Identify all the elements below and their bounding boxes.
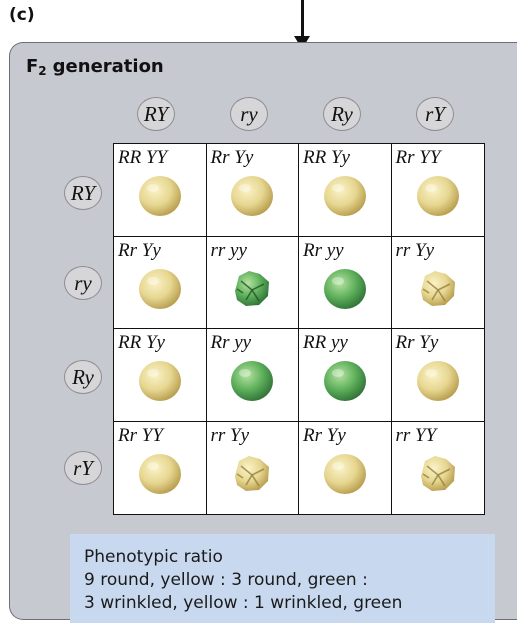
- punnett-cell: RR YY: [114, 144, 207, 237]
- genotype-label: RR yy: [303, 332, 348, 354]
- genotype-label: Rr YY: [118, 425, 163, 447]
- genotype-label: Rr Yy: [211, 147, 254, 169]
- genotype-label: rr Yy: [396, 240, 435, 262]
- pea-icon: [225, 263, 279, 313]
- row-gamete-1: RY: [64, 176, 102, 210]
- genotype-label: Rr yy: [211, 332, 252, 354]
- ratio-line-1: 9 round, yellow : 3 round, green :: [84, 569, 402, 592]
- genotype-label: Rr Yy: [396, 332, 439, 354]
- column-gamete-1: RY: [137, 97, 175, 131]
- pea-icon: [133, 355, 187, 405]
- pea-icon: [225, 355, 279, 405]
- column-gamete-4: rY: [416, 97, 454, 131]
- punnett-cell: Rr YY: [114, 422, 207, 515]
- punnett-cell: rr Yy: [207, 422, 300, 515]
- punnett-cell: Rr Yy: [207, 144, 300, 237]
- title-subscript: 2: [38, 64, 46, 78]
- genotype-label: rr yy: [211, 240, 247, 262]
- pea-icon: [411, 448, 465, 498]
- pea-icon: [133, 170, 187, 220]
- genotype-label: Rr YY: [396, 147, 441, 169]
- panel-label: (c): [9, 5, 35, 25]
- pea-icon: [133, 263, 187, 313]
- genotype-label: RR Yy: [118, 332, 165, 354]
- ratio-line-2: 3 wrinkled, yellow : 1 wrinkled, green: [84, 592, 402, 615]
- punnett-cell: RR Yy: [299, 144, 392, 237]
- pea-icon: [133, 448, 187, 498]
- punnett-cell: rr YY: [392, 422, 485, 515]
- genotype-label: Rr Yy: [118, 240, 161, 262]
- row-gamete-4: rY: [64, 451, 102, 485]
- genotype-label: Rr Yy: [303, 425, 346, 447]
- punnett-cell: Rr Yy: [114, 237, 207, 330]
- punnett-square: RR YY Rr Yy RR Yy Rr YY Rr Yy rr yy Rr y…: [113, 143, 485, 515]
- pea-icon: [318, 355, 372, 405]
- ratio-heading: Phenotypic ratio: [84, 546, 402, 569]
- pea-icon: [411, 170, 465, 220]
- punnett-cell: Rr Yy: [392, 329, 485, 422]
- pea-icon: [411, 355, 465, 405]
- punnett-cell: rr Yy: [392, 237, 485, 330]
- down-arrow-icon: [301, 0, 304, 38]
- title-rest: generation: [53, 56, 164, 77]
- ratio-text: Phenotypic ratio 9 round, yellow : 3 rou…: [84, 546, 402, 615]
- punnett-cell: Rr YY: [392, 144, 485, 237]
- punnett-cell: Rr Yy: [299, 422, 392, 515]
- genotype-label: rr Yy: [211, 425, 250, 447]
- genotype-label: rr YY: [396, 425, 437, 447]
- pea-icon: [318, 263, 372, 313]
- pea-icon: [225, 448, 279, 498]
- punnett-cell: Rr yy: [207, 329, 300, 422]
- title-main: F: [26, 56, 38, 77]
- punnett-cell: Rr yy: [299, 237, 392, 330]
- pea-icon: [225, 170, 279, 220]
- row-gamete-2: ry: [64, 266, 102, 300]
- pea-icon: [318, 448, 372, 498]
- column-gamete-2: ry: [230, 97, 268, 131]
- genotype-label: Rr yy: [303, 240, 344, 262]
- punnett-cell: RR Yy: [114, 329, 207, 422]
- punnett-cell: rr yy: [207, 237, 300, 330]
- genotype-label: RR YY: [118, 147, 167, 169]
- pea-icon: [411, 263, 465, 313]
- pea-icon: [318, 170, 372, 220]
- punnett-cell: RR yy: [299, 329, 392, 422]
- panel-title: F2 generation: [26, 56, 164, 78]
- column-gamete-3: Ry: [323, 97, 361, 131]
- row-gamete-3: Ry: [64, 360, 102, 394]
- genotype-label: RR Yy: [303, 147, 350, 169]
